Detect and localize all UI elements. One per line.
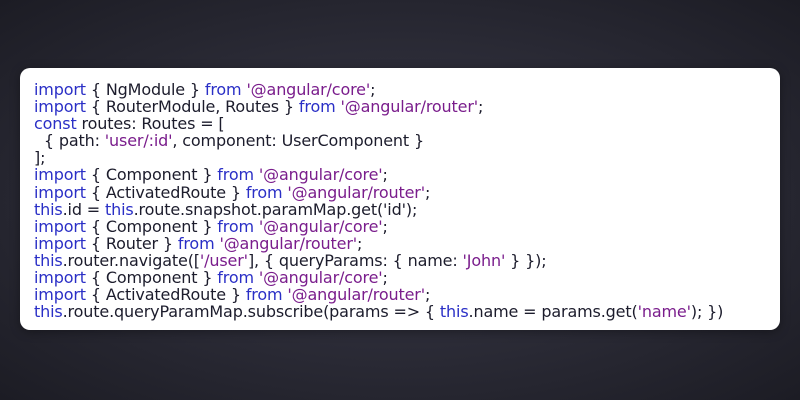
- code-keyword: import: [34, 80, 86, 99]
- code-text: ], { queryParams: { name:: [247, 250, 463, 270]
- code-string: '@angular/core': [258, 165, 383, 185]
- code-keyword: from: [298, 97, 336, 117]
- code-keyword: from: [217, 165, 254, 185]
- code-line: import { ActivatedRoute } from '@angular…: [34, 286, 766, 303]
- code-keyword: this: [34, 250, 63, 270]
- code-keyword: this: [439, 302, 469, 322]
- code-text: ;: [382, 216, 388, 236]
- code-text: .router.navigate([: [62, 250, 200, 270]
- code-keyword: this: [34, 199, 63, 219]
- code-keyword: const: [34, 114, 77, 134]
- code-line: const routes: Routes = [: [34, 115, 766, 132]
- code-text: { path:: [34, 131, 105, 151]
- code-line: import { Component } from '@angular/core…: [34, 218, 766, 235]
- code-string: 'John': [462, 250, 506, 270]
- code-keyword: from: [245, 182, 283, 202]
- code-text: ;: [424, 182, 431, 202]
- code-line: import { Component } from '@angular/core…: [34, 269, 766, 286]
- code-string: '@angular/core': [258, 216, 383, 236]
- code-string: 'name': [637, 302, 691, 322]
- code-keyword: this: [34, 302, 63, 322]
- code-text: ;: [424, 285, 431, 305]
- code-text: .id =: [62, 199, 105, 219]
- code-text: } });: [505, 250, 547, 270]
- code-text: routes: Routes = [: [76, 114, 225, 134]
- code-keyword: import: [34, 216, 86, 236]
- code-text: ];: [34, 148, 46, 168]
- code-keyword: from: [204, 80, 242, 99]
- code-line: import { Router } from '@angular/router'…: [34, 235, 766, 252]
- code-block: import { NgModule } from '@angular/core'…: [34, 81, 766, 320]
- code-string: '@angular/core': [258, 268, 383, 288]
- code-text: { NgModule }: [85, 80, 205, 99]
- code-keyword: import: [34, 97, 86, 117]
- code-text: { Component }: [85, 216, 218, 236]
- code-line: this.id = this.route.snapshot.paramMap.g…: [34, 201, 766, 218]
- code-line: import { Component } from '@angular/core…: [34, 166, 766, 183]
- code-text: ;: [382, 268, 388, 288]
- code-text: ); }): [690, 302, 724, 322]
- code-text: ;: [382, 165, 388, 185]
- code-text: ;: [370, 80, 376, 99]
- code-line: import { RouterModule, Routes } from '@a…: [34, 98, 766, 115]
- code-text: { ActivatedRoute }: [85, 285, 246, 305]
- code-text: { ActivatedRoute }: [85, 182, 246, 202]
- code-keyword: this: [104, 199, 134, 219]
- code-keyword: import: [34, 285, 86, 305]
- code-text: , component: UserComponent }: [172, 131, 424, 151]
- code-line: import { NgModule } from '@angular/core'…: [34, 81, 766, 98]
- code-string: '@angular/core': [246, 80, 371, 99]
- code-string: '@angular/router': [340, 97, 479, 117]
- code-text: ;: [478, 97, 484, 117]
- code-line: { path: 'user/:id', component: UserCompo…: [34, 132, 766, 149]
- code-text: { Component }: [85, 165, 218, 185]
- code-line: this.router.navigate(['/user'], { queryP…: [34, 252, 766, 269]
- code-line: this.route.queryParamMap.subscribe(param…: [34, 303, 766, 320]
- code-keyword: from: [217, 216, 254, 236]
- code-string: '@angular/router': [219, 233, 358, 253]
- code-line: ];: [34, 149, 766, 166]
- code-text: .route.snapshot.paramMap.get('id');: [133, 199, 418, 219]
- code-text: { RouterModule, Routes }: [85, 97, 299, 117]
- code-text: ;: [357, 233, 363, 253]
- code-text: .route.queryParamMap.subscribe(params =>…: [62, 302, 440, 322]
- code-text: .name = params.get(: [468, 302, 638, 322]
- code-keyword: import: [34, 182, 86, 202]
- code-keyword: from: [177, 233, 215, 253]
- code-string: '/user': [199, 250, 248, 270]
- code-keyword: from: [245, 285, 283, 305]
- code-string: 'user/:id': [104, 131, 173, 151]
- code-text: { Component }: [85, 268, 218, 288]
- code-string: '@angular/router': [287, 285, 425, 305]
- code-keyword: from: [217, 268, 254, 288]
- code-text: { Router }: [85, 233, 178, 253]
- code-line: import { ActivatedRoute } from '@angular…: [34, 184, 766, 201]
- code-snippet-card: import { NgModule } from '@angular/core'…: [20, 68, 780, 330]
- code-string: '@angular/router': [287, 182, 425, 202]
- code-keyword: import: [34, 165, 86, 185]
- code-keyword: import: [34, 268, 86, 288]
- code-keyword: import: [34, 233, 86, 253]
